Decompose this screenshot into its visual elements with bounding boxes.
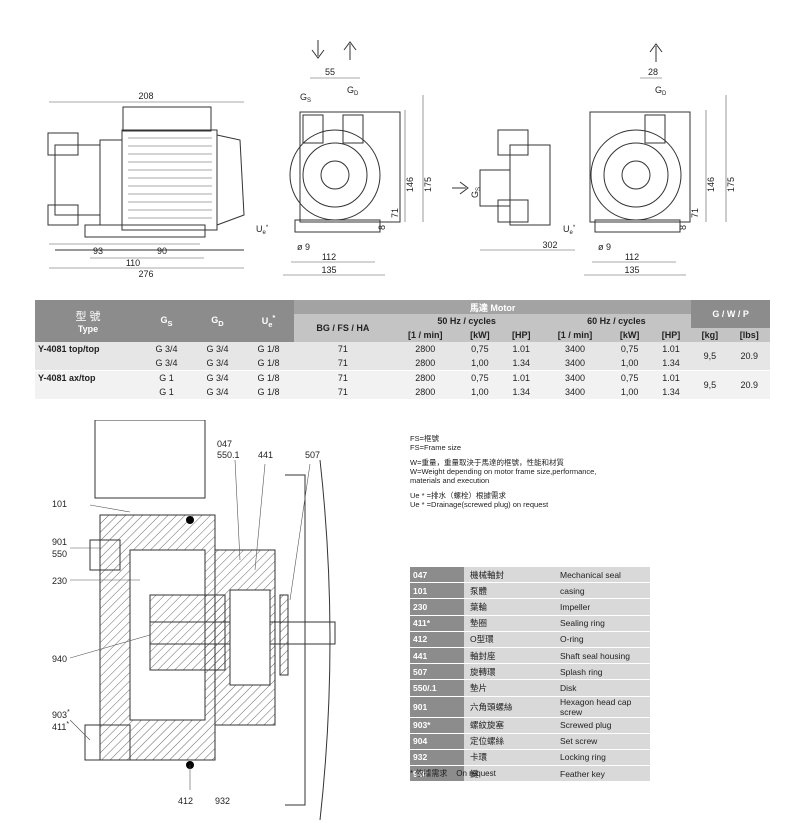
- label-901: 901: [52, 537, 67, 547]
- header-hp60: [HP]: [650, 328, 692, 342]
- dim-28: 28: [648, 67, 658, 77]
- dim-175-2: 175: [726, 177, 736, 192]
- side-view-ax-top: [452, 129, 551, 226]
- dim-ue-2: Ue*: [563, 224, 576, 236]
- dim-302: 302: [542, 240, 557, 250]
- label-550-1: 550.1: [217, 450, 240, 460]
- pump-section: [84, 420, 336, 820]
- dim-gs-1: GS: [300, 92, 311, 104]
- dim-gs-2: GS: [470, 187, 482, 198]
- label-903: 903*: [52, 709, 70, 720]
- dim-112-1: 112: [322, 252, 336, 262]
- header-kw60: [kW]: [608, 328, 651, 342]
- table-row: Y-4081 ax/top G 1 G 3/4 G 1/8 71 2800 0,…: [35, 370, 770, 399]
- label-412: 412: [178, 796, 193, 806]
- dim-112-2: 112: [625, 252, 639, 262]
- dim-gd-2: GD: [655, 85, 667, 97]
- dim-110: 110: [126, 258, 140, 268]
- dim-phi9-1: ø 9: [297, 242, 310, 252]
- dim-208: 208: [138, 91, 153, 101]
- label-047: 047: [217, 439, 232, 449]
- dim-phi9-2: ø 9: [598, 242, 611, 252]
- note-w-en2: materials and execution: [410, 476, 490, 485]
- label-411: 411*: [52, 721, 69, 732]
- label-230: 230: [52, 576, 67, 586]
- note-ue-zh: Ue * =排水（螺栓）根據需求: [410, 491, 507, 500]
- label-441: 441: [258, 450, 273, 460]
- dim-135-1: 135: [321, 265, 336, 275]
- header-kg: [kg]: [691, 328, 729, 342]
- table-row: G 1 G 3/4 G 1/8 71 2800 1,00 1.34 3400 1…: [35, 385, 770, 399]
- note-ue-en: Ue * =Drainage(screwed plug) on request: [410, 500, 549, 509]
- dim-90: 90: [157, 246, 167, 256]
- dim-93: 93: [93, 246, 103, 256]
- dim-gd-1: GD: [347, 85, 359, 97]
- footnote-star: * 依據需求: [410, 769, 448, 778]
- footnote: * 依據需求 On request: [410, 768, 496, 779]
- header-gd: GD: [192, 300, 243, 342]
- dim-175-1: 175: [423, 177, 433, 192]
- dim-71-2: 71: [690, 208, 700, 218]
- label-940: 940: [52, 654, 67, 664]
- footnote-text: On request: [456, 769, 496, 778]
- dim-146-1: 146: [405, 177, 415, 192]
- header-kw50: [kW]: [458, 328, 501, 342]
- dim-55: 55: [325, 67, 335, 77]
- label-507: 507: [305, 450, 320, 460]
- label-932: 932: [215, 796, 230, 806]
- header-gs: GS: [141, 300, 192, 342]
- dim-8-2: 8: [678, 225, 688, 230]
- front-view-top-top: [289, 40, 401, 233]
- header-motor: 馬達 Motor: [294, 300, 692, 314]
- front-view-ax-top: [589, 43, 691, 233]
- table-row: G 3/4 G 3/4 G 1/8 71 2800 1,00 1.34 3400…: [35, 356, 770, 371]
- side-view-drawing: [47, 106, 245, 251]
- header-ue: Ue*: [243, 300, 294, 342]
- dim-71-1: 71: [390, 208, 400, 218]
- header-lbs: [lbs]: [728, 328, 770, 342]
- header-hp50: [HP]: [500, 328, 542, 342]
- header-gwp: G / W / P: [691, 300, 770, 328]
- header-50hz: 50 Hz / cycles: [391, 314, 542, 328]
- table-row: Y-4081 top/top G 3/4 G 3/4 G 1/8 71 2800…: [35, 342, 770, 361]
- dimension-drawings: 208 93 90 110 276 55 GS GD 146 175 71 8 …: [47, 40, 736, 279]
- note-w-en: W=Weight depending on motor frame size,p…: [410, 467, 597, 476]
- header-rpm50: [1 / min]: [391, 328, 459, 342]
- label-101: 101: [52, 499, 67, 509]
- note-w-zh: W=重量，重量取決于馬達的框號，性能和材質: [410, 458, 564, 467]
- header-60hz: 60 Hz / cycles: [541, 314, 692, 328]
- sectional-drawing: 047 550.1 441 507 101 901 550 230 940 90…: [52, 420, 336, 820]
- dim-146-2: 146: [706, 177, 716, 192]
- header-rpm60: [1 / min]: [541, 328, 609, 342]
- dim-ue-1: Ue*: [256, 224, 269, 236]
- header-frame: BG / FS / HA: [294, 314, 392, 342]
- dim-8-1: 8: [377, 225, 387, 230]
- note-fs-en: FS=Frame size: [410, 443, 462, 452]
- note-fs-zh: FS=框號: [410, 434, 439, 443]
- dim-276: 276: [138, 269, 153, 279]
- dim-135-2: 135: [624, 265, 639, 275]
- label-550: 550: [52, 549, 67, 559]
